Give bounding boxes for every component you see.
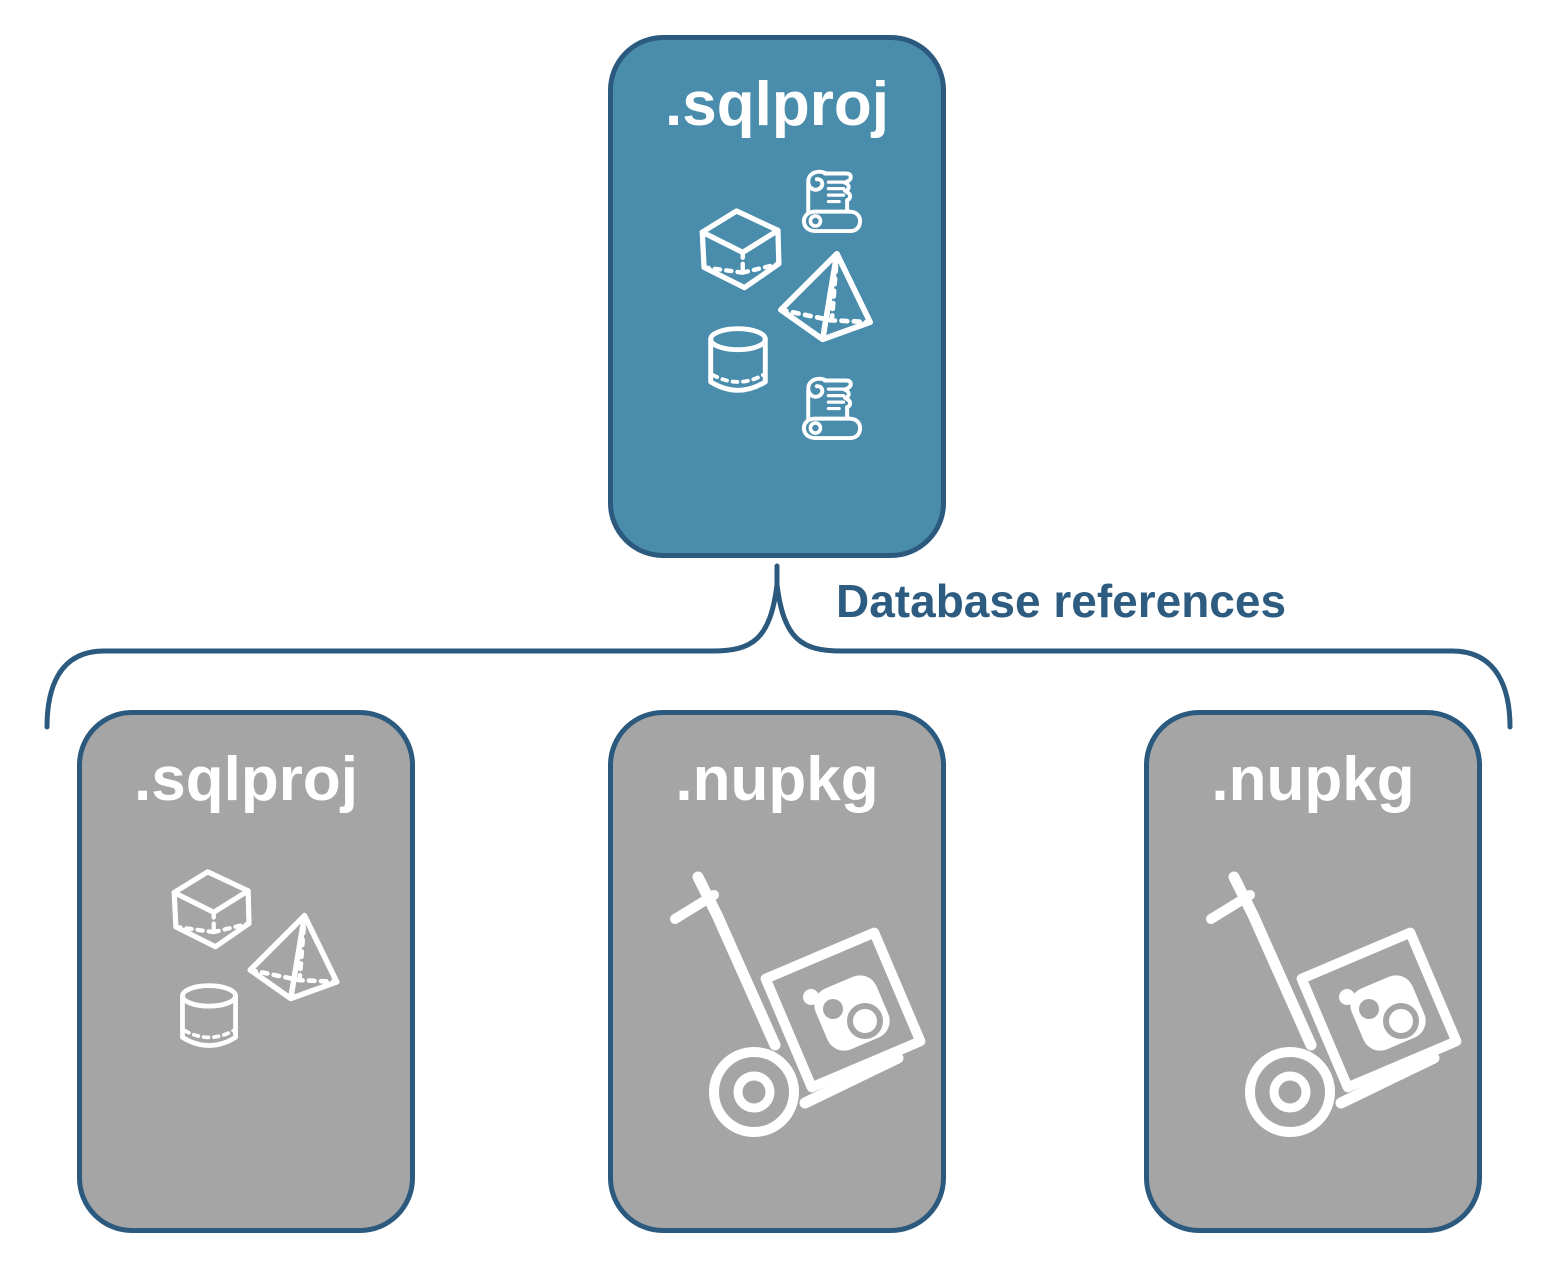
script-scroll-icon: [801, 169, 863, 234]
child-box-title: .nupkg: [1211, 745, 1415, 814]
pyramid-icon: [778, 250, 873, 345]
package-dolly-icon: [1204, 855, 1464, 1195]
cube-icon: [696, 204, 786, 292]
cylinder-icon: [703, 321, 773, 405]
package-dolly-icon: [668, 855, 928, 1195]
child-box-nupkg: .nupkg: [1144, 710, 1482, 1233]
cube-icon: [168, 865, 256, 951]
child-box-sqlproj: .sqlproj: [77, 710, 415, 1233]
cylinder-icon: [175, 978, 243, 1060]
child-box-nupkg: .nupkg: [608, 710, 946, 1233]
child-box-title: .nupkg: [675, 745, 879, 814]
script-scroll-icon: [801, 376, 863, 441]
pyramid-icon: [245, 912, 342, 1004]
root-box-sqlproj: .sqlproj: [608, 35, 946, 558]
root-box-title: .sqlproj: [665, 70, 889, 139]
connector-label: Database references: [836, 575, 1287, 627]
child-box-title: .sqlproj: [134, 745, 358, 814]
